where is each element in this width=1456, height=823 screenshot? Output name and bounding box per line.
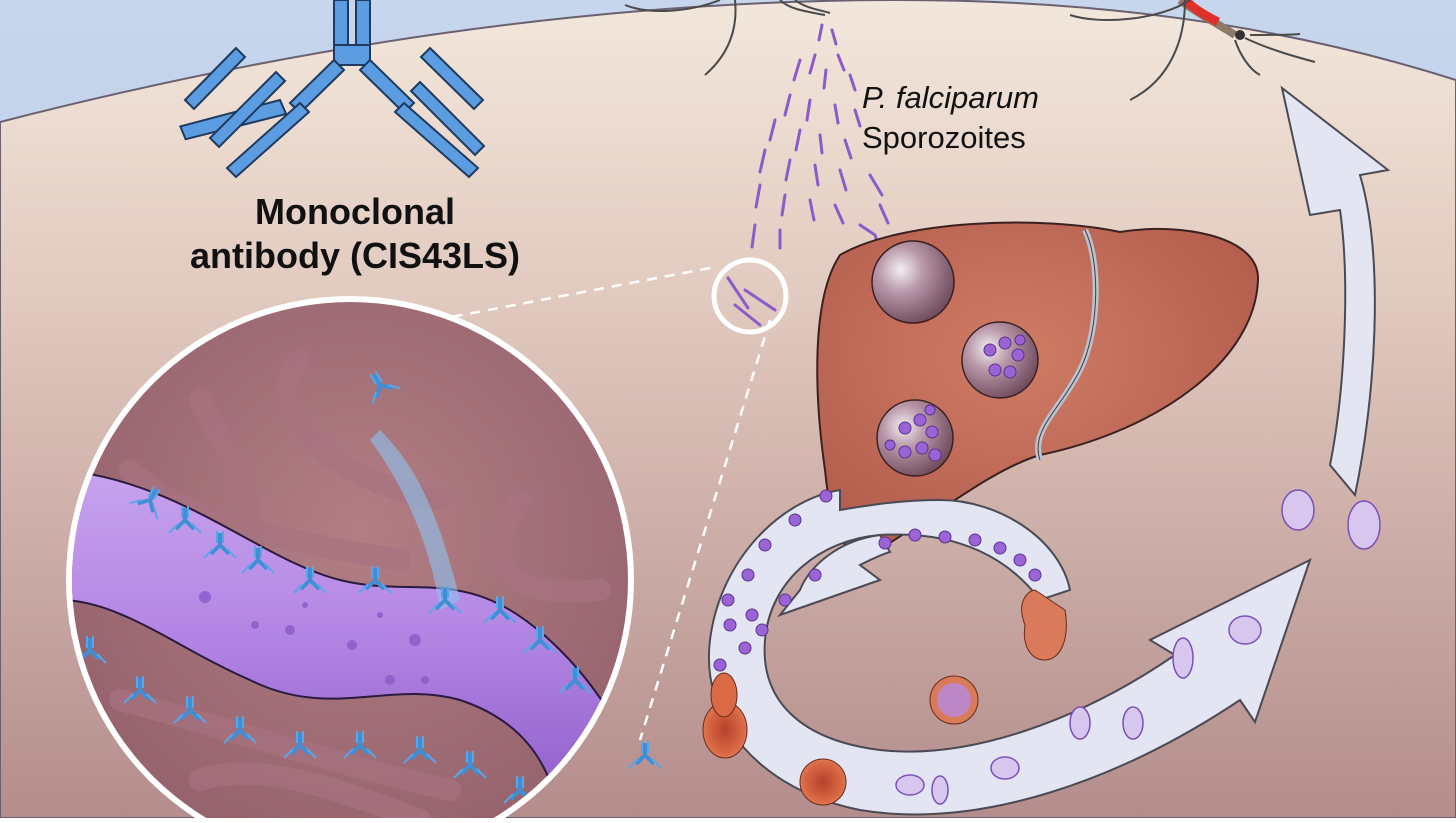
antibody-label-line1: Monoclonal xyxy=(255,191,455,232)
sporozoite-label: P. falciparum Sporozoites xyxy=(862,78,1039,158)
zoom-source-circle xyxy=(711,257,789,335)
species-name: P. falciparum xyxy=(862,80,1039,115)
magnifier-guide-lines xyxy=(329,266,772,741)
rupturing-rbc xyxy=(1021,589,1067,661)
hepatocyte-1 xyxy=(871,240,955,324)
magnified-view xyxy=(66,296,634,823)
antibody-label: Monoclonal antibody (CIS43LS) xyxy=(150,190,560,278)
liver-icon xyxy=(816,221,1260,557)
stage-name: Sporozoites xyxy=(862,120,1026,155)
blood-cycle-arrow xyxy=(702,85,1391,816)
hepatocyte-3 xyxy=(876,399,954,477)
red-blood-cell xyxy=(799,758,847,806)
mosquito-right-icon xyxy=(1069,0,1316,101)
antibody-label-line2: antibody (CIS43LS) xyxy=(189,235,521,276)
return-to-mosquito-arrow xyxy=(1280,85,1391,498)
mosquito-left-icon xyxy=(624,0,831,76)
antibody-icon xyxy=(179,0,486,179)
hepatocyte-2 xyxy=(961,321,1039,399)
